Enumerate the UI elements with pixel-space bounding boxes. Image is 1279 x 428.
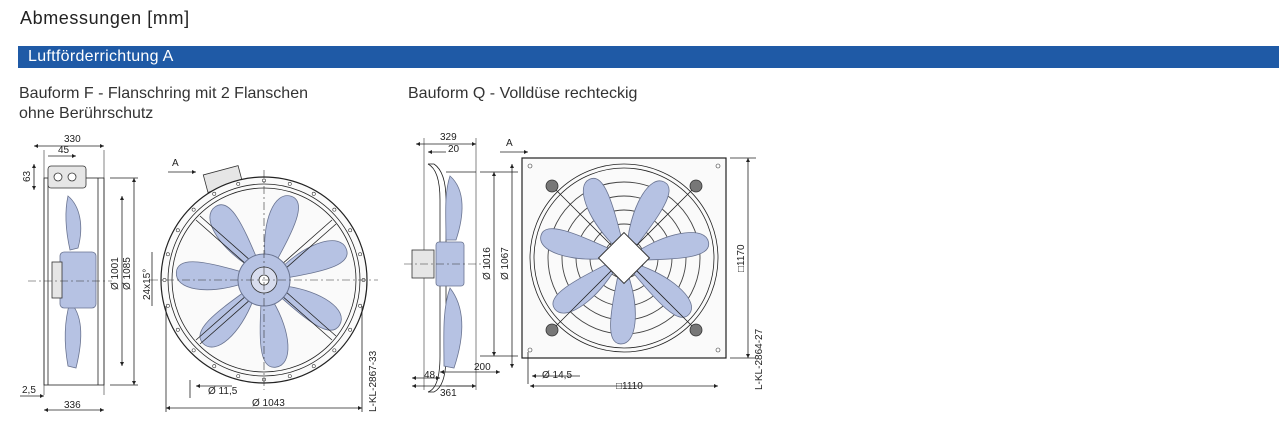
dim-f-11-5: Ø 11,5	[208, 386, 238, 397]
bolt-hole	[191, 348, 196, 353]
bolt-hole	[165, 303, 170, 308]
dim-q-200: 200	[474, 362, 491, 373]
bolt-hole	[236, 181, 241, 186]
dim-f-63: 63	[22, 170, 33, 182]
drawing-no-f: L-KL-2867-33	[368, 350, 379, 412]
fan-blade	[552, 263, 614, 314]
fan-blade	[282, 240, 348, 279]
dim-q-361: 361	[440, 388, 457, 399]
caption-bauform-f: Bauform F - Flanschring mit 2 Flanschen …	[19, 84, 308, 124]
fan-blade	[640, 232, 709, 261]
bolt-hole	[175, 228, 180, 233]
bolt-hole	[212, 191, 217, 196]
dim-q-329: 329	[440, 132, 457, 143]
bolt-hole	[212, 364, 217, 369]
bauform-f-side-view: 330 45 63 Ø 1001 Ø 1085 2,5 336	[20, 134, 138, 412]
fan-blade	[627, 180, 670, 246]
bolt-hole	[162, 278, 167, 282]
fan-blade	[175, 261, 244, 291]
bolt-hole	[311, 364, 316, 369]
bolt-hole	[311, 191, 316, 196]
dim-f-holes: 24x15°	[142, 269, 153, 300]
page-title: Abmessungen [mm]	[20, 8, 190, 28]
fan-blade	[540, 228, 609, 260]
arrow-a-label-q: A	[506, 138, 513, 149]
fan-blade	[610, 275, 636, 345]
fan-blade	[279, 285, 342, 331]
bolt-hole	[287, 181, 292, 186]
bolt-hole	[236, 374, 241, 379]
fan-blade	[633, 265, 692, 318]
dim-q-1067: Ø 1067	[500, 247, 511, 280]
section-title: Luftförderrichtung A	[28, 48, 174, 65]
dim-q-1170: □1170	[736, 244, 747, 272]
dim-f-2-5: 2,5	[22, 385, 36, 396]
bauform-q-side-view: 329 20 Ø 1016 Ø 1067 48 200 361	[404, 132, 518, 399]
bolt-hole	[348, 327, 353, 332]
dim-f-45: 45	[58, 145, 70, 156]
dim-q-1016: Ø 1016	[482, 247, 493, 280]
bolt-hole	[332, 207, 337, 212]
bolt-hole	[287, 374, 292, 379]
dim-f-1043: Ø 1043	[252, 398, 285, 409]
bolt-hole	[358, 303, 363, 308]
caption-bauform-q: Bauform Q - Volldüse rechteckig	[408, 85, 638, 102]
dim-q-20: 20	[448, 144, 460, 155]
bauform-f-front-view: A 24x15° Ø 11,5 Ø 1043 L-KL-2867-33	[142, 158, 379, 412]
fan-blade	[264, 195, 299, 262]
dim-q-14-5: Ø 14,5	[542, 370, 572, 381]
bolt-hole	[191, 207, 196, 212]
dim-f-1085: Ø 1085	[122, 257, 133, 290]
bauform-q-front-view: A Ø 14,5 □1110 □1170 L-KL-2864-27	[500, 138, 765, 392]
fan-blade	[582, 177, 623, 245]
bolt-hole	[175, 327, 180, 332]
bolt-hole	[348, 228, 353, 233]
section-header: Luftförderrichtung A	[18, 46, 1279, 68]
arrow-a-label-f: A	[172, 158, 179, 169]
dim-f-330: 330	[64, 134, 81, 145]
caption-f-line1: Bauform F - Flanschring mit 2 Flanschen	[19, 85, 308, 102]
fan-blade	[259, 300, 289, 368]
dim-q-1110: □1110	[616, 381, 643, 392]
dim-f-336: 336	[64, 400, 81, 411]
dim-f-1001: Ø 1001	[110, 257, 121, 290]
bolt-hole	[165, 252, 170, 257]
fan-blade	[199, 291, 254, 348]
drawing-no-q: L-KL-2864-27	[754, 328, 765, 390]
caption-f-line2: ohne Berührschutz	[19, 105, 154, 122]
bolt-hole	[332, 348, 337, 353]
bolt-hole	[358, 252, 363, 257]
dim-q-48: 48	[424, 370, 436, 381]
